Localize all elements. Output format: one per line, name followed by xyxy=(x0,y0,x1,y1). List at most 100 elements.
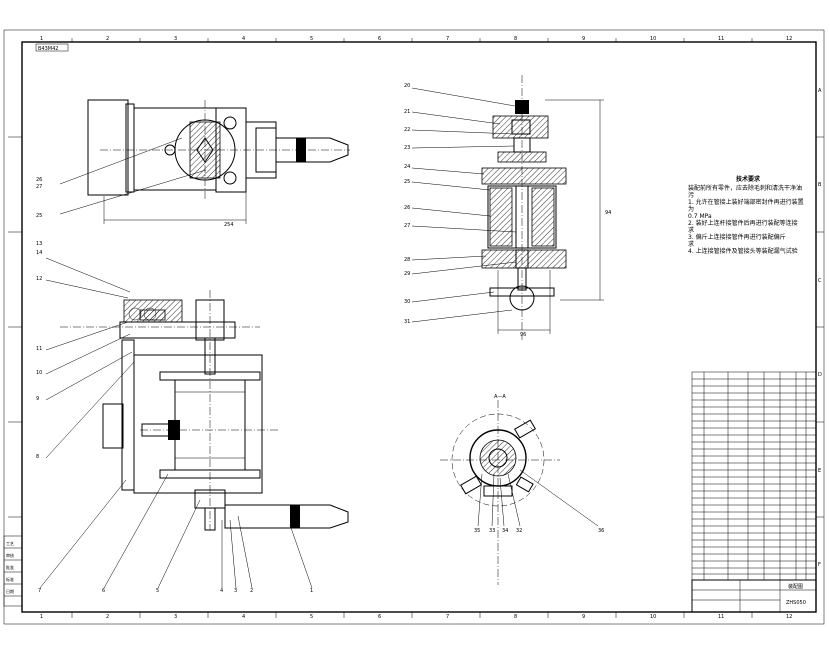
part-number: 27 xyxy=(404,223,410,229)
part-number: 34 xyxy=(502,528,508,534)
part-number: 14 xyxy=(36,250,42,256)
col-label: 6 xyxy=(378,614,381,620)
grid-rows: A B C D E F xyxy=(8,88,824,568)
title-block: 装配图 ZHS050 xyxy=(691,579,817,613)
approval-label: 工艺 xyxy=(6,541,14,546)
section-label: A—A xyxy=(494,394,506,400)
grid-columns: 1 2 3 4 5 6 7 8 9 10 11 12 1 2 3 4 5 6 7… xyxy=(40,36,792,620)
part-number: 1 xyxy=(310,588,313,594)
part-number: 25 xyxy=(404,179,410,185)
part-number: 13 xyxy=(36,241,42,247)
col-label: 5 xyxy=(310,614,313,620)
part-number: 2 xyxy=(250,588,253,594)
side-view: 96 94 xyxy=(481,75,611,340)
approval-label: 批准 xyxy=(6,564,14,570)
part-number: 7 xyxy=(38,588,41,594)
technical-note-line: 求 xyxy=(688,241,695,248)
col-label: 8 xyxy=(514,614,517,620)
technical-note-line: 4. 上连接管接件及管接头等装配漏气试验 xyxy=(688,248,798,255)
front-view-leaders-left: 13 14 12 11 10 9 8 xyxy=(36,241,135,460)
part-number: 36 xyxy=(598,528,604,534)
part-number: 30 xyxy=(404,299,410,305)
technical-note-line: 为 xyxy=(688,206,695,213)
col-label: 9 xyxy=(582,36,585,42)
approval-block: 工艺 审核 批准 标准 日期 xyxy=(3,535,23,607)
front-view-leaders-bottom: 7 6 5 4 3 2 1 xyxy=(38,473,313,594)
dim-label: 254 xyxy=(224,222,234,228)
technical-note-line: 污 xyxy=(688,192,695,199)
part-number: 5 xyxy=(156,588,159,594)
row-label: A xyxy=(818,88,822,94)
approval-label: 审核 xyxy=(6,552,14,558)
part-number: 11 xyxy=(36,346,42,352)
corner-tag: B43M42 xyxy=(38,46,58,52)
part-number: 33 xyxy=(489,528,495,534)
row-label: B xyxy=(818,182,822,188)
part-number: 27 xyxy=(36,184,42,190)
col-label: 12 xyxy=(786,614,792,620)
col-label: 9 xyxy=(582,614,585,620)
technical-note-line: 装配前所有零件，应去除毛刺和清洗干净油 xyxy=(688,185,803,192)
part-number: 23 xyxy=(404,145,410,151)
col-label: 11 xyxy=(718,614,724,620)
col-label: 11 xyxy=(718,36,724,42)
col-label: 5 xyxy=(310,36,313,42)
section-view-leaders: 35 33 34 32 36 xyxy=(474,469,604,534)
row-label: D xyxy=(818,372,822,378)
top-view-leaders: 26 27 25 xyxy=(36,137,207,219)
part-number: 28 xyxy=(404,257,410,263)
technical-note-line: 1. 允许在管接上装好端部密封件再进行装置 xyxy=(688,199,804,206)
col-label: 2 xyxy=(106,36,109,42)
row-label: C xyxy=(818,278,822,284)
row-label: E xyxy=(818,468,821,474)
col-label: 1 xyxy=(40,614,43,620)
part-number: 24 xyxy=(404,164,410,170)
part-number: 8 xyxy=(36,454,39,460)
approval-label: 日期 xyxy=(6,588,14,594)
part-number: 12 xyxy=(36,276,42,282)
col-label: 8 xyxy=(514,36,517,42)
approval-label: 标准 xyxy=(6,576,14,582)
corner-tag-box xyxy=(35,43,69,52)
col-label: 12 xyxy=(786,36,792,42)
part-number: 26 xyxy=(404,205,410,211)
title-block-drawing-no: ZHS050 xyxy=(786,600,806,606)
part-number: 35 xyxy=(474,528,480,534)
part-number: 20 xyxy=(404,83,410,89)
part-number: 6 xyxy=(102,588,105,594)
technical-note-line: 求 xyxy=(688,227,695,234)
part-number: 32 xyxy=(516,528,522,534)
col-label: 3 xyxy=(174,36,177,42)
technical-note-line: 3. 偏斤上连接接管件再进行装配偏斤 xyxy=(688,234,786,241)
title-block-title: 装配图 xyxy=(788,583,803,590)
col-label: 7 xyxy=(446,614,449,620)
col-label: 6 xyxy=(378,36,381,42)
part-number: 21 xyxy=(404,109,410,115)
part-number: 29 xyxy=(404,271,410,277)
col-label: 10 xyxy=(650,36,656,42)
technical-note-line: 0.7 MPa xyxy=(688,213,712,220)
technical-notes: 技术要求 装配前所有零件，应去除毛刺和清洗干净油 污 1. 允许在管接上装好端部… xyxy=(688,176,808,255)
technical-note-line: 2. 装好上连杆接管件后再进行装配等连接 xyxy=(688,220,798,227)
parts-list-rows xyxy=(692,378,816,575)
part-number: 25 xyxy=(36,213,42,219)
part-number: 3 xyxy=(234,588,237,594)
side-view-leaders: 20 21 22 23 24 25 26 27 28 29 30 31 xyxy=(404,83,517,325)
part-number: 31 xyxy=(404,319,410,325)
col-label: 3 xyxy=(174,614,177,620)
front-view xyxy=(60,290,349,531)
part-number: 9 xyxy=(36,396,39,402)
col-label: 4 xyxy=(242,614,245,620)
col-label: 2 xyxy=(106,614,109,620)
row-label: F xyxy=(818,562,821,568)
parts-list xyxy=(691,371,817,581)
part-number: 4 xyxy=(220,588,223,594)
part-number: 22 xyxy=(404,127,410,133)
dim-label: 96 xyxy=(520,332,526,338)
part-number: 26 xyxy=(36,177,42,183)
section-view: A—A xyxy=(440,394,560,585)
top-view: 254 xyxy=(87,99,350,228)
col-label: 4 xyxy=(242,36,245,42)
